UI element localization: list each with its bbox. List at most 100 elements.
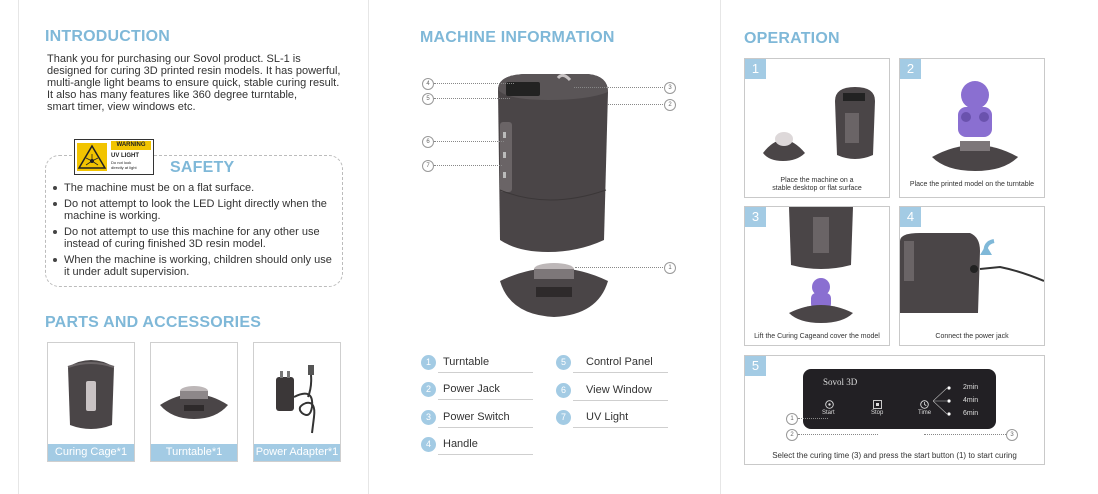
warning-line: directly at light [111,165,137,170]
safety-line: Do not attempt to look the LED Light dir… [64,198,327,210]
intro-line: smart timer, view windows etc. [47,101,196,113]
step-3-image [789,207,853,323]
start-button[interactable] [825,396,834,414]
safety-item: Do not attempt to use this machine for a… [52,226,337,250]
legend-number: 2 [421,382,436,397]
introduction-text: Thank you for purchasing our Sovol produ… [47,53,347,113]
part-label: Turntable*1 [151,444,237,461]
warning-header: WARNING [111,141,151,150]
uv-warning-label: WARNING UV LIGHT Do not look directly at… [74,139,154,175]
step-3-box: 3 Lift the Curing Cageand cover the mode… [744,206,890,346]
clock-icon [920,400,929,409]
panel-callout-2: 2 [786,429,798,441]
step-caption-line: Place the printed model on the turntable [909,181,1035,188]
legend-rule [573,427,668,428]
part-label: Curing Cage*1 [48,444,134,461]
legend-label: Turntable [443,356,490,368]
time-option: 6min [963,410,979,417]
legend-rule [438,399,533,400]
step-caption: Place the printed model on the turntable [902,181,1042,189]
part-card-curing-cage: Curing Cage*1 [47,342,135,462]
step-caption-line: Select the curing time (3) and press the… [772,451,1017,460]
time-selector-lines [933,386,951,416]
page-edge-left [18,0,19,494]
legend-number: 3 [421,410,436,425]
safety-title: SAFETY [170,159,235,176]
warning-triangle-icon [77,143,107,171]
panel-brand: Sovol 3D [823,377,858,387]
step-caption: Connect the power jack [902,333,1042,341]
part-card-power-adapter: Power Adapter*1 [253,342,341,462]
safety-line: machine is working. [64,210,161,222]
time-button[interactable] [920,396,929,414]
step-caption: Lift the Curing Cageand cover the model [747,333,887,341]
step-number: 4 [900,207,921,227]
legend-number: 5 [556,355,571,370]
fold-line-2 [720,0,721,494]
callout-line [798,418,828,419]
panel-callout-3: 3 [1006,429,1018,441]
safety-line: it under adult supervision. [64,266,190,278]
callout-2: 2 [664,99,676,111]
intro-line: designed for curing 3D printed resin mod… [47,65,341,77]
legend-number: 4 [421,437,436,452]
turntable-image [160,386,228,419]
step-caption: Place the machine on a stable desktop or… [749,177,885,193]
step-1-image [763,87,875,161]
time-option: 2min [963,384,979,391]
callout-line [798,434,878,435]
callout-line [924,434,1006,435]
callout-line [608,104,663,105]
curing-cage-image [67,360,115,429]
step-number: 2 [900,59,921,79]
intro-line: It also has many features like 360 degre… [47,89,298,101]
callout-line [575,267,663,268]
legend-label: Power Jack [443,383,500,395]
callout-5: 5 [422,93,434,105]
warning-text: UV LIGHT Do not look directly at light [111,153,139,170]
callout-7: 7 [422,160,434,172]
legend-label: Control Panel [586,356,653,368]
warning-line: Do not look [111,160,132,165]
callout-1: 1 [664,262,676,274]
step-number: 5 [745,356,766,376]
stop-button[interactable] [873,396,882,414]
safety-list: The machine must be on a flat surface. D… [52,182,337,282]
control-panel: Sovol 3D Start Stop Time 2min 4min 6min [803,369,996,429]
callout-6: 6 [422,136,434,148]
safety-box [45,155,343,287]
part-card-turntable: Turntable*1 [150,342,238,462]
part-label: Power Adapter*1 [254,444,340,461]
callout-line [434,98,510,99]
safety-line: The machine must be on a flat surface. [64,182,255,194]
safety-item: Do not attempt to look the LED Light dir… [52,198,337,222]
legend-rule [573,400,668,401]
legend-label: UV Light [586,411,629,423]
legend-rule [438,372,533,373]
step-number: 3 [745,207,766,227]
step-caption: Select the curing time (3) and press the… [745,452,1044,460]
machine-body-image [498,73,608,252]
legend-number: 6 [556,383,571,398]
fold-line-1 [368,0,369,494]
start-label: Start [822,410,835,416]
parts-title: PARTS AND ACCESSORIES [45,314,262,331]
callout-line [434,83,514,84]
step-1-box: 1 Place the machine on a stable desktop … [744,58,890,198]
legend-label: View Window [586,384,652,396]
operation-title: OPERATION [744,30,840,47]
safety-line: instead of curing finished 3D resin mode… [64,238,266,250]
callout-3: 3 [664,82,676,94]
callout-line [434,141,504,142]
safety-item: The machine must be on a flat surface. [52,182,337,194]
intro-line: Thank you for purchasing our Sovol produ… [47,53,301,65]
panel-callout-1: 1 [786,413,798,425]
callout-4: 4 [422,78,434,90]
legend-number: 7 [556,410,571,425]
legend-label: Handle [443,438,478,450]
legend-label: Power Switch [443,411,510,423]
step-caption-line: stable desktop or flat surface [772,185,862,192]
legend-rule [438,454,533,455]
machine-turntable-image [500,263,608,317]
callout-line [574,87,663,88]
